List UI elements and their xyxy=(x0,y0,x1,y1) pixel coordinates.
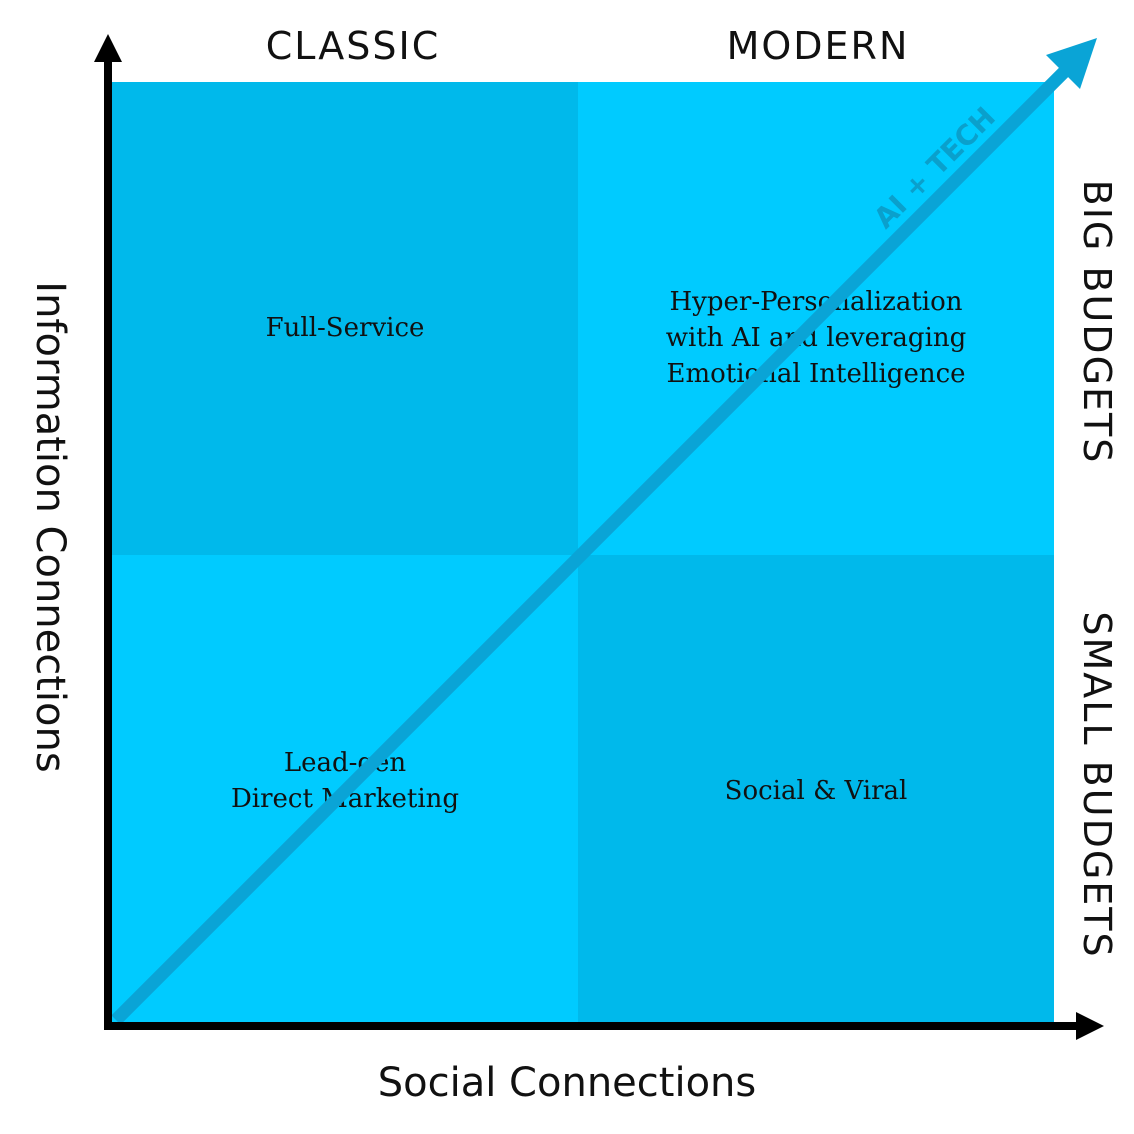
quadrant-label-social-viral: Social & Viral xyxy=(724,776,908,806)
column-header-classic: CLASSIC xyxy=(265,24,441,68)
trend-arrow-head xyxy=(1046,38,1097,89)
x-axis-title: Social Connections xyxy=(377,1060,757,1106)
row-label-small-budgets: SMALL BUDGETS xyxy=(1075,611,1119,959)
y-axis-title: Information Connections xyxy=(27,281,73,773)
x-axis-arrowhead xyxy=(1076,1012,1104,1040)
row-label-big-budgets: BIG BUDGETS xyxy=(1075,179,1119,465)
quadrant-modern-small-budgets: Social & Viral xyxy=(578,555,1054,1025)
quadrant-classic-big-budgets: Full-Service xyxy=(112,82,578,555)
quadrant-label-full-service: Full-Service xyxy=(265,313,425,343)
column-header-modern: MODERN xyxy=(726,24,910,68)
trend-arrow-line xyxy=(111,63,1073,1025)
quadrant-label-hyper-personalization: Hyper-Personalization with AI and levera… xyxy=(665,287,967,389)
y-axis-arrowhead xyxy=(94,34,122,62)
